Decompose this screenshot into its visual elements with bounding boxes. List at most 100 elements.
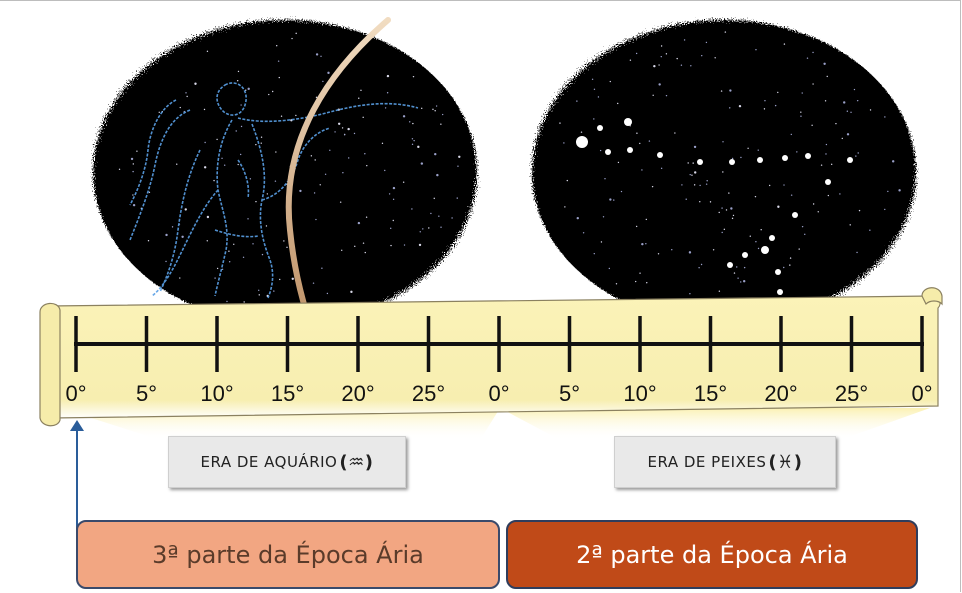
era-aquarius-label: ERA DE AQUÁRIO (♒): [168, 436, 406, 488]
ruler-degree-label: 15°: [270, 381, 305, 406]
star: [411, 208, 413, 210]
star: [412, 122, 414, 125]
star: [593, 118, 595, 120]
star: [789, 257, 792, 259]
star: [364, 251, 366, 254]
pisces-constellation-stars: [576, 118, 853, 295]
aquarius-star-field: [93, 20, 477, 324]
star: [683, 39, 686, 41]
bright-star: [742, 252, 748, 258]
star: [706, 180, 708, 182]
star: [353, 132, 356, 135]
star: [825, 153, 827, 155]
star: [295, 114, 297, 117]
star: [434, 152, 437, 156]
star: [846, 110, 849, 112]
bright-star: [775, 269, 781, 275]
star: [732, 214, 735, 217]
star: [857, 152, 859, 154]
star: [171, 226, 174, 228]
star: [276, 44, 278, 47]
star: [320, 55, 322, 58]
star: [824, 100, 827, 102]
star: [723, 228, 726, 231]
star: [687, 162, 689, 164]
star: [593, 88, 596, 91]
ruler-degree-label: 0°: [488, 381, 510, 406]
ruler-degree-label: 20°: [764, 381, 798, 406]
star: [237, 70, 240, 73]
star: [185, 92, 187, 94]
star: [186, 95, 188, 98]
star: [240, 104, 242, 106]
bright-star: [657, 152, 663, 158]
pisces-star-field: [532, 20, 916, 324]
star: [411, 138, 414, 140]
star: [651, 185, 654, 188]
star: [392, 198, 395, 201]
star: [800, 111, 802, 113]
aquarius-constellation-figure: [129, 82, 419, 299]
star: [118, 168, 121, 170]
star: [891, 160, 895, 163]
star: [258, 294, 260, 296]
star: [858, 209, 861, 212]
star: [342, 172, 344, 174]
star: [392, 219, 394, 222]
star: [731, 157, 734, 160]
star: [457, 165, 459, 167]
star: [849, 224, 851, 226]
star: [265, 225, 268, 227]
star: [674, 132, 676, 134]
star: [358, 97, 360, 99]
star: [705, 183, 708, 185]
star: [796, 151, 798, 153]
star: [280, 115, 283, 117]
star: [635, 52, 638, 55]
star: [252, 243, 254, 245]
star: [747, 147, 749, 149]
star: [825, 143, 828, 146]
star: [381, 142, 384, 145]
bright-star: [627, 147, 633, 153]
star: [255, 200, 257, 203]
star: [790, 194, 793, 196]
star: [804, 233, 806, 236]
epoch-third-part-label: 3ª parte da Época Ária: [152, 540, 424, 569]
star: [600, 241, 603, 243]
star: [789, 264, 791, 266]
star: [132, 203, 136, 207]
star: [676, 57, 678, 60]
star: [458, 155, 461, 158]
star: [604, 177, 606, 180]
star: [639, 272, 641, 274]
star: [365, 216, 368, 218]
star: [850, 111, 852, 113]
star: [247, 218, 249, 220]
epoch-third-part-box: 3ª parte da Época Ária: [76, 520, 500, 589]
star: [348, 157, 350, 159]
star: [132, 163, 135, 165]
star: [339, 201, 342, 203]
star: [362, 116, 364, 119]
star: [856, 251, 858, 254]
star: [275, 151, 277, 153]
star: [685, 198, 687, 200]
star: [184, 208, 187, 211]
star: [428, 227, 430, 229]
star: [354, 245, 356, 248]
star: [855, 155, 857, 157]
bright-star: [769, 235, 775, 241]
star: [884, 208, 886, 211]
star: [240, 125, 243, 128]
star: [148, 191, 151, 193]
star: [243, 301, 245, 303]
star: [291, 277, 294, 280]
star: [165, 233, 168, 237]
star: [130, 157, 134, 161]
star: [617, 161, 620, 164]
star: [421, 107, 423, 110]
star: [440, 123, 442, 125]
star: [417, 145, 420, 149]
